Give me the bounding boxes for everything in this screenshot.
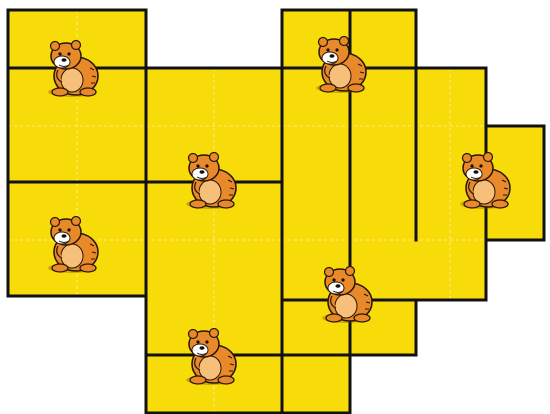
- puzzle-board: [0, 0, 550, 414]
